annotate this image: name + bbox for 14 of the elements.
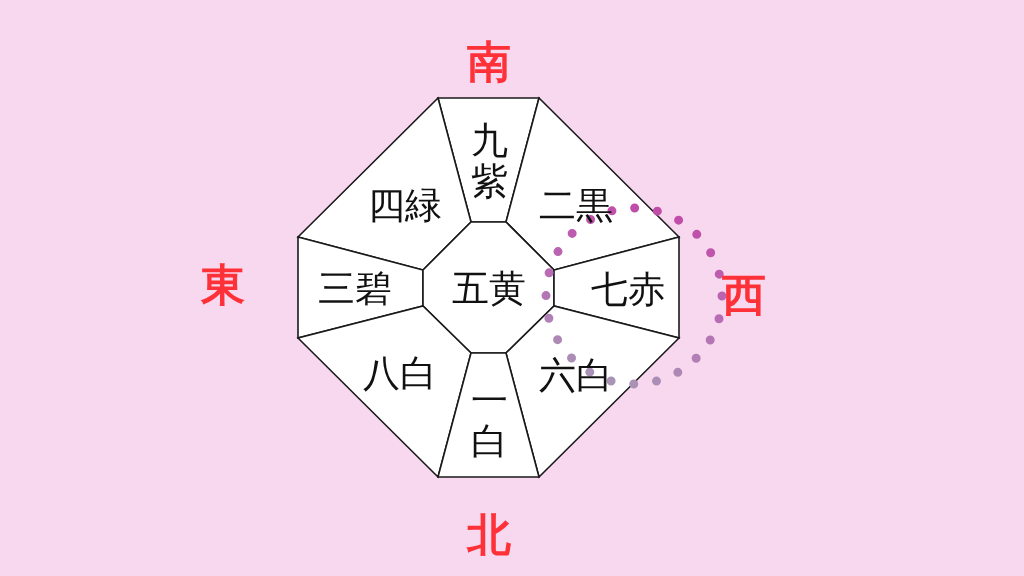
sector-label: 四緑: [368, 185, 442, 227]
sector-label: 五黄: [452, 268, 526, 310]
direction-label: 北: [467, 510, 511, 560]
direction-label: 東: [201, 260, 245, 310]
sector-label: 一白: [470, 381, 508, 463]
octagon-sector: [438, 353, 539, 477]
sector-label: 三碧: [318, 268, 392, 310]
sector-label: 八白: [363, 353, 437, 395]
direction-label: 西: [722, 270, 766, 320]
sector-label: 九紫: [470, 121, 508, 203]
direction-label: 南: [467, 37, 511, 87]
sector-label: 六白: [539, 355, 613, 397]
sector-label: 二黒: [539, 185, 613, 227]
sector-label: 七赤: [591, 269, 665, 311]
